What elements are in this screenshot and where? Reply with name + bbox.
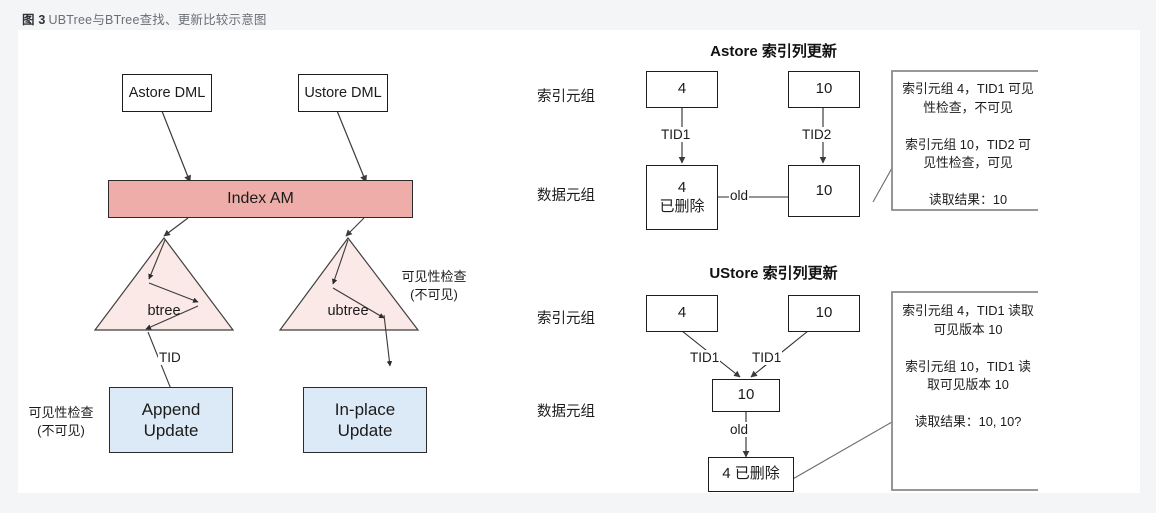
astore-edge-label-old: old: [729, 188, 750, 203]
ustore-index-row-label: 索引元组: [537, 311, 595, 327]
arrow-indexam-to-btree: [163, 217, 189, 237]
ustore-callout-text: 索引元组 4，TID1 读取 可见版本 10 索引元组 10，TID1 读 取可…: [902, 303, 1034, 430]
ustore-index-tuple-10: 10: [788, 295, 860, 332]
arrow-indexam-to-ubtree: [345, 217, 365, 237]
astore-edge-label-tid1: TID1: [660, 127, 692, 142]
astore-index-row-label: 索引元组: [537, 89, 595, 105]
btree-search-step-3: [145, 305, 199, 330]
btree-label: btree: [147, 303, 181, 319]
astore-dml-box: Astore DML: [122, 74, 212, 112]
astore-index-tuple-4: 4: [646, 71, 718, 108]
astore-callout-text: 索引元组 4，TID1 可见 性检查，不可见 索引元组 10，TID2 可 见性…: [902, 81, 1034, 208]
ustore-edge-label-old: old: [729, 422, 750, 437]
append-update-box: Append Update: [109, 387, 233, 453]
visibility-note-left: 可见性检查 (不可见): [28, 405, 94, 438]
in-place-update-box: In-place Update: [303, 387, 427, 453]
ustore-data-row-label: 数据元组: [537, 404, 595, 420]
ubtree-label: ubtree: [327, 303, 369, 319]
ustore-callout-bracket: [891, 291, 1038, 491]
visibility-note-right: 可见性检查 (不可见): [401, 269, 467, 302]
ustore-index-tuple-4: 4: [646, 295, 718, 332]
astore-callout-bracket: [891, 70, 1038, 211]
ustore-panel-title: UStore 索引列更新: [709, 265, 838, 282]
ustore-edge-label-tid1-left: TID1: [689, 350, 721, 365]
astore-data-tuple-4-deleted: 4 已删除: [646, 165, 718, 230]
ubtree-search-step-1: [331, 239, 349, 285]
ubtree-search-step-2: [332, 287, 385, 319]
btree-triangle: [93, 237, 235, 331]
astore-callout-leader: [872, 167, 893, 203]
ubtree-triangle: [278, 236, 420, 331]
figure-card: Astore DML Ustore DML Index AM btree ubt…: [18, 30, 1140, 493]
figure-caption-prefix: 图 3: [22, 13, 46, 27]
astore-panel-title: Astore 索引列更新: [710, 43, 837, 60]
btree-tid-label: TID: [158, 350, 182, 365]
ustore-callout-leader: [790, 421, 893, 481]
astore-data-tuple-10: 10: [788, 165, 860, 217]
ustore-dml-box: Ustore DML: [298, 74, 388, 112]
figure-caption-text: UBTree与BTree查找、更新比较示意图: [48, 13, 267, 27]
ubtree-search-step-3: [383, 314, 393, 367]
ustore-data-tuple-10: 10: [712, 379, 780, 412]
ustore-data-tuple-4-deleted: 4 已删除: [708, 457, 794, 492]
diagram-canvas: [93, 70, 1038, 491]
ustore-edge-label-tid1-right: TID1: [751, 350, 783, 365]
btree-search-step-2: [148, 282, 199, 303]
index-am-bar: Index AM: [108, 180, 413, 218]
astore-data-row-label: 数据元组: [537, 188, 595, 204]
btree-search-step-1: [148, 239, 166, 280]
astore-index-tuple-10: 10: [788, 71, 860, 108]
astore-edge-label-tid2: TID2: [801, 127, 833, 142]
